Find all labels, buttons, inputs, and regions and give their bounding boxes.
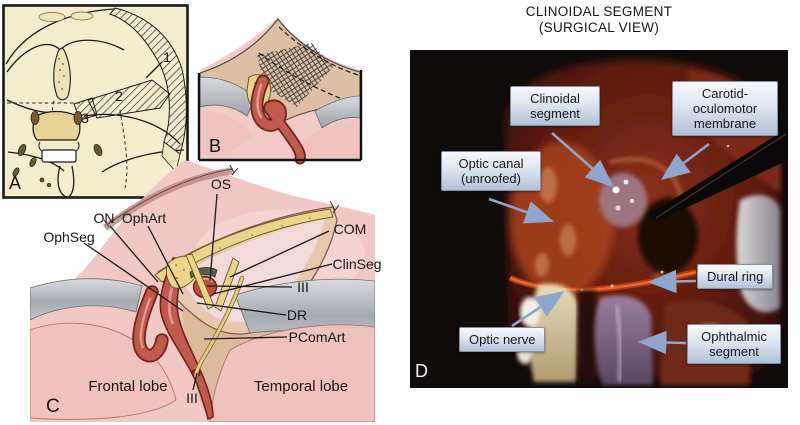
oculomotor-nerve-strand <box>193 275 245 379</box>
dashed-tentorial-lines <box>258 26 359 102</box>
fold-tick-marks <box>103 164 340 228</box>
frontal-pink <box>200 110 252 156</box>
instrument-glint <box>655 133 787 219</box>
crevice <box>578 290 596 385</box>
label-on: ON <box>93 210 115 226</box>
panel-b-vignette-drawing <box>197 18 363 165</box>
retractor-blade <box>736 195 780 313</box>
instrument-shaft <box>648 128 788 222</box>
panel-b-frame <box>197 70 363 162</box>
canal-streaks <box>535 167 576 277</box>
clinoidal-dome <box>599 173 647 227</box>
label-dr: DR <box>286 307 308 323</box>
label-clin-seg: ClinSeg <box>332 256 382 272</box>
region-3-label: 3 <box>81 110 89 126</box>
region-1-label: 1 <box>163 49 171 65</box>
label-com: COM <box>333 221 367 237</box>
ophthalmic-column <box>594 295 653 385</box>
callout-optic-canal: Optic canal (unroofed) <box>441 151 541 191</box>
label-os: OS <box>210 176 232 192</box>
label-pcom-art: PComArt <box>288 329 346 345</box>
callout-optic-nerve: Optic nerve <box>459 327 546 352</box>
tentorium-left <box>199 76 256 117</box>
figure-title-line2: (SURGICAL VIEW) <box>538 20 660 35</box>
carotid-artery-b <box>250 74 306 165</box>
label-temporal-lobe: Temporal lobe <box>253 378 349 395</box>
callout-ophthalmic-segment: Ophthalmic segment <box>687 324 781 364</box>
panel-b-letter: B <box>209 136 222 156</box>
label-iii-upper: III <box>297 279 309 295</box>
dural-fold-line <box>107 168 234 225</box>
figure-title: CLINOIDAL SEGMENT (SURGICAL VIEW) <box>410 4 788 36</box>
panel-a-skull-base-drawing <box>2 4 189 199</box>
callout-carotid-oculomotor: Carotid-oculomotor membrane <box>672 81 778 136</box>
hatched-drill-area <box>257 43 333 107</box>
panel-a-letter: A <box>9 173 22 193</box>
crista-galli <box>53 47 71 101</box>
sella-turcica <box>30 110 83 163</box>
ophthalmic-sheen <box>614 304 623 383</box>
crista-speckles <box>58 58 65 90</box>
label-oph-art: OphArt <box>121 210 167 226</box>
label-iii-lower: III <box>186 390 198 406</box>
temporal-lobe-shape <box>209 324 375 422</box>
region-2-label: 2 <box>115 88 123 104</box>
ethmoid-patches <box>38 11 94 22</box>
figure-title-line1: CLINOIDAL SEGMENT <box>525 4 673 19</box>
panel-c-letter: C <box>46 396 60 417</box>
callout-clinoidal-segment: Clinoidal segment <box>510 86 600 126</box>
label-frontal-lobe: Frontal lobe <box>88 378 168 395</box>
panel-d-letter: D <box>415 361 428 381</box>
foramina <box>12 144 103 188</box>
label-oph-seg: OphSeg <box>43 229 95 245</box>
callout-dural-ring: Dural ring <box>697 264 774 289</box>
suture-lines <box>7 100 128 189</box>
temporal-pink <box>292 120 360 161</box>
